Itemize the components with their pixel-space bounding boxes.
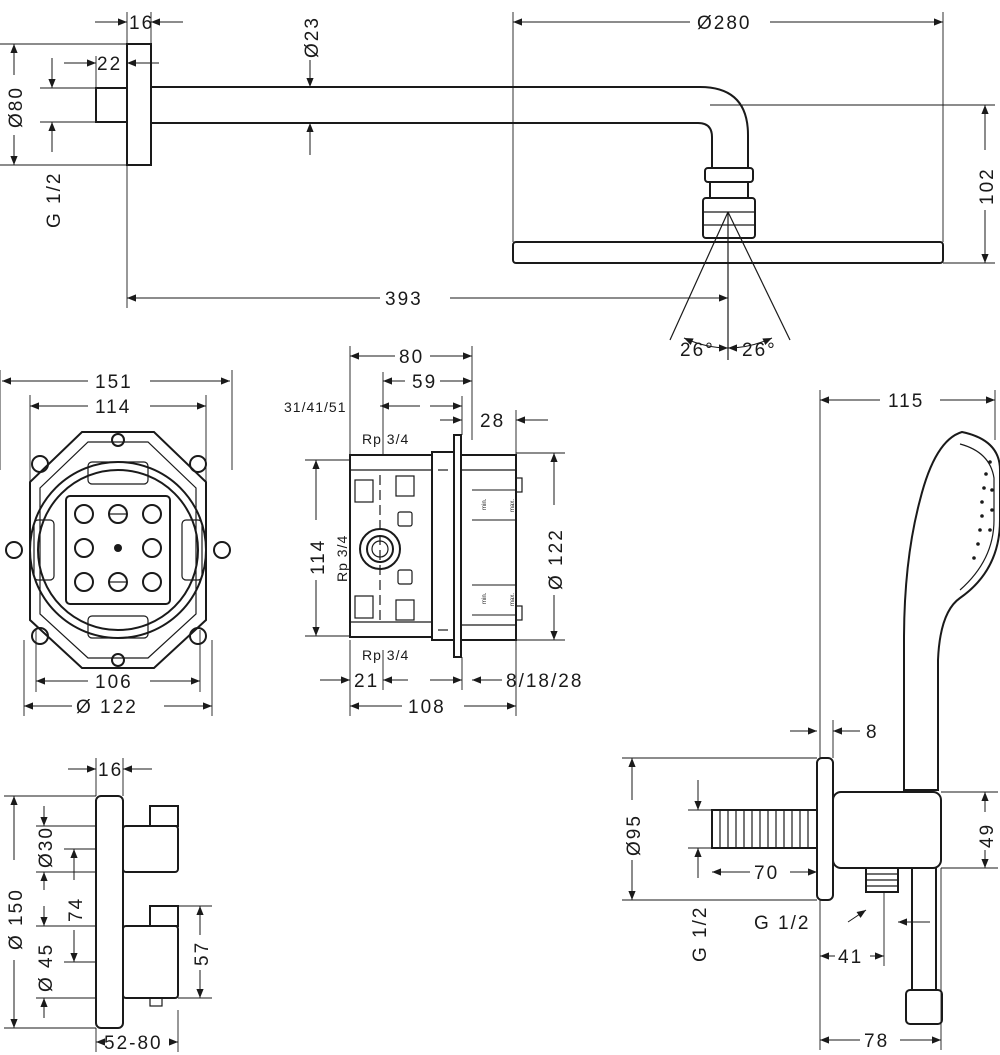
dim-connector-length: 22 bbox=[97, 54, 122, 75]
thermostat-knob-bottom-lever bbox=[149, 905, 179, 927]
mount-lug bbox=[111, 653, 125, 667]
dim-bottom-diameter: Ø 122 bbox=[76, 697, 138, 718]
ball-joint-top bbox=[704, 167, 754, 183]
dim-knob-bottom-diameter: Ø 45 bbox=[36, 943, 57, 992]
dim-top-depth-inner: 59 bbox=[412, 372, 437, 393]
wall-connector bbox=[95, 87, 128, 123]
dim-outlet-offset: 41 bbox=[838, 947, 863, 968]
dim-flange-thickness: 8 bbox=[866, 722, 879, 743]
dim-total-depth: 108 bbox=[408, 697, 446, 718]
dim-head-diameter: Ø280 bbox=[697, 13, 751, 34]
dim-adjust: 8/18/28 bbox=[506, 671, 583, 692]
scale-min-top: min. bbox=[482, 498, 488, 510]
pipe-thread-lines bbox=[719, 810, 809, 848]
mount-lug bbox=[31, 455, 49, 473]
dim-outlet-height: 49 bbox=[977, 823, 998, 848]
thermostat-knob-bottom bbox=[122, 925, 179, 999]
dim-thread-length: 70 bbox=[754, 863, 779, 884]
dim-flange-diameter: Ø80 bbox=[6, 86, 27, 128]
install-box-side-drawing: min. max. min. max. 80 59 31/41/51 28 Rp… bbox=[284, 346, 583, 718]
ball-joint-nut bbox=[702, 197, 756, 239]
dim-outer-width: 151 bbox=[95, 372, 133, 393]
mount-lug bbox=[189, 627, 207, 645]
dim-offsets: 31/41/51 bbox=[284, 399, 347, 415]
dim-bottom-offset: 21 bbox=[354, 671, 379, 692]
ball-joint-mid bbox=[709, 181, 749, 199]
box-cover-plate bbox=[453, 434, 462, 658]
scale-max-top: max. bbox=[510, 499, 516, 512]
dim-thread: G 1/2 bbox=[44, 172, 65, 228]
scale-max-bottom: max. bbox=[510, 593, 516, 606]
box-ring-inner bbox=[37, 469, 199, 631]
rp-port bbox=[359, 528, 401, 570]
hand-shower-nozzles bbox=[972, 460, 994, 560]
overhead-shower-drawing: 16 22 Ø23 Ø280 Ø80 G 1/2 102 bbox=[0, 12, 998, 361]
thread-mid: Rp 3/4 bbox=[334, 535, 350, 582]
wall-flange bbox=[126, 43, 152, 166]
wall-holder-body bbox=[832, 791, 942, 869]
dim-knob-height: 57 bbox=[192, 941, 213, 966]
dim-height: 102 bbox=[977, 167, 998, 205]
thermostat-plate bbox=[95, 795, 124, 1029]
dim-plate-thickness: 16 bbox=[98, 760, 123, 781]
dim-plate-height: Ø 150 bbox=[6, 888, 27, 950]
thermostat-knob-top-lever bbox=[149, 805, 179, 827]
mount-lug bbox=[111, 433, 125, 447]
hose-end bbox=[905, 989, 943, 1025]
thread-bottom: Rp 3/4 bbox=[362, 647, 409, 663]
box-ports bbox=[74, 504, 162, 592]
dim-arm-diameter: Ø23 bbox=[302, 16, 323, 58]
dim-cover-diameter: Ø 122 bbox=[546, 528, 567, 590]
mount-lug bbox=[189, 455, 207, 473]
shower-arm-top bbox=[151, 86, 749, 168]
hose bbox=[911, 868, 937, 990]
dim-knob-spacing: 74 bbox=[66, 897, 87, 922]
scale-min-bottom: min. bbox=[482, 592, 488, 604]
thermostat-drawing: 16 Ø 150 Ø30 74 Ø 45 57 52 bbox=[4, 758, 213, 1054]
box-inner-plate bbox=[65, 495, 171, 605]
hand-shower-drawing: 115 8 Ø95 G 1/2 70 49 G 1/2 bbox=[622, 390, 1000, 1052]
thread-top: Rp 3/4 bbox=[362, 431, 409, 447]
hand-shower-handle bbox=[903, 430, 1000, 791]
mount-lug bbox=[5, 541, 23, 559]
dim-spray-angle-left: 26° bbox=[680, 340, 715, 361]
dim-head-width: 115 bbox=[888, 391, 924, 412]
dim-cover: 28 bbox=[480, 411, 505, 432]
thermostat-knob-top bbox=[122, 825, 179, 873]
dim-flange-thickness: 16 bbox=[129, 13, 154, 34]
install-box-front-drawing: 151 114 106 Ø 122 bbox=[0, 370, 233, 718]
shower-arm-bottom bbox=[151, 122, 713, 168]
dim-spray-angle-right: 26° bbox=[742, 340, 777, 361]
dim-inner-width: 114 bbox=[95, 397, 131, 418]
dim-thread-bottom: G 1/2 bbox=[754, 913, 810, 934]
box-body bbox=[349, 454, 433, 638]
box-extension bbox=[460, 454, 517, 641]
dim-flange-diameter: Ø95 bbox=[624, 814, 645, 856]
dim-thread-left: G 1/2 bbox=[690, 906, 711, 962]
dim-top-depth: 80 bbox=[399, 347, 424, 368]
mount-lug bbox=[31, 627, 49, 645]
dim-projection: 52-80 bbox=[104, 1033, 163, 1054]
wall-holder-flange bbox=[816, 757, 834, 901]
mount-lug bbox=[213, 541, 231, 559]
dim-depth: 78 bbox=[864, 1031, 889, 1052]
dim-box-height: 114 bbox=[308, 539, 329, 575]
dim-projection: 393 bbox=[385, 289, 423, 310]
dim-knob-top-diameter: Ø30 bbox=[36, 826, 57, 868]
box-mid-frame bbox=[431, 451, 455, 641]
dim-bottom-width: 106 bbox=[95, 672, 133, 693]
